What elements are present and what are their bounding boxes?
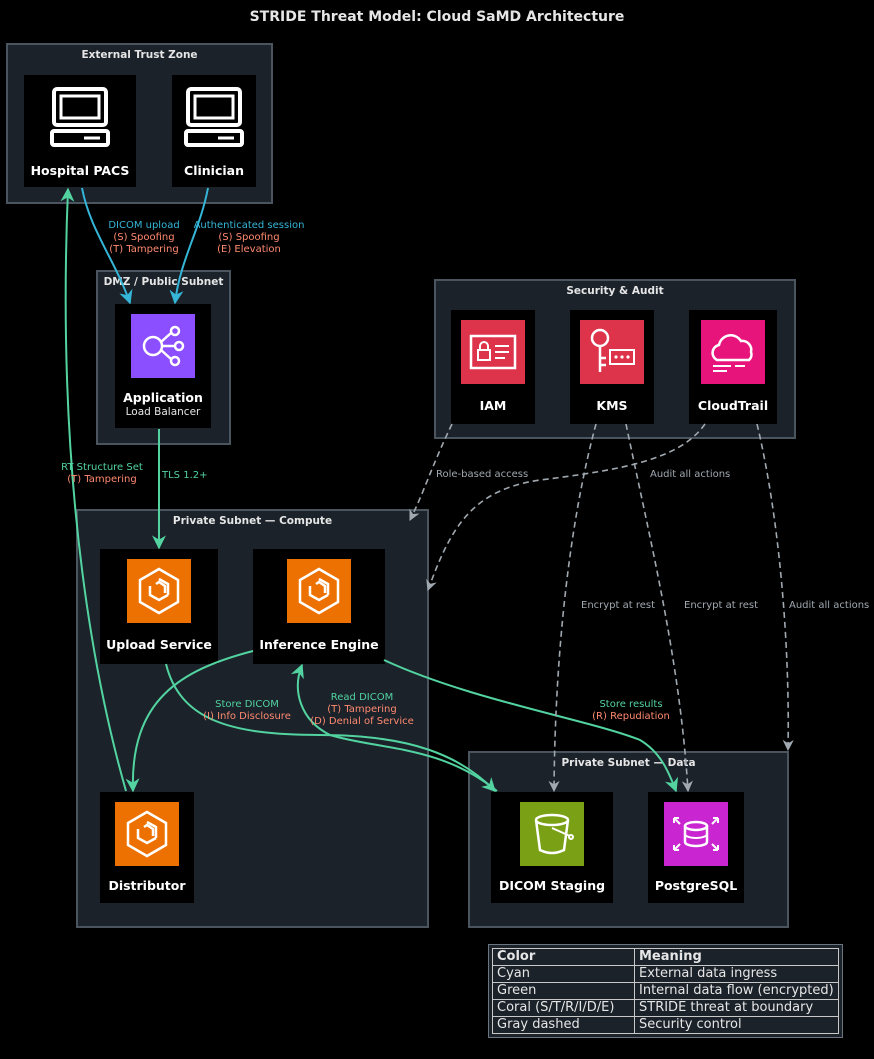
node-inference-engine[interactable]: Inference Engine [253,549,385,664]
legend-color: Gray dashed [492,1016,635,1034]
bucket-icon [520,802,584,866]
edge-label-encrypt-2: Encrypt at rest [684,600,759,611]
legend-header-meaning: Meaning [634,948,839,966]
node-sublabel: Load Balancer [125,406,201,418]
edge-audit-data [756,423,794,752]
node-hospital-pacs[interactable]: Hospital PACS [24,75,136,187]
edge-role-based-access [409,423,453,522]
edge-label-encrypt-1: Encrypt at rest [581,600,656,611]
compute-icon [287,559,351,623]
node-kms[interactable]: KMS [570,310,654,424]
legend-color: Cyan [492,965,635,983]
edge-label-audit-all-2: Audit all actions [789,600,870,611]
node-label: CloudTrail [697,398,769,413]
node-label: Clinician [184,163,244,178]
monitor-icon [184,87,244,147]
edge-store-results [383,659,679,793]
diagram-title: STRIDE Threat Model: Cloud SaMD Architec… [249,9,625,25]
edge-audit-compute [426,423,706,592]
compute-icon [115,802,179,866]
zone-label: DMZ / Public Subnet [103,276,224,288]
edge-encrypt-postgres [625,423,693,793]
legend-row: Cyan External data ingress [492,965,839,983]
edge-label-role-based-access: Role-based access [436,469,529,480]
node-label: IAM [479,398,507,413]
key-icon [580,320,644,384]
legend-meaning: STRIDE threat at boundary [634,999,839,1017]
node-cloudtrail[interactable]: CloudTrail [689,310,777,424]
legend-table: Color Meaning Cyan External data ingress… [492,948,839,1034]
edge-rt-structure [60,187,127,792]
legend-row: Gray dashed Security control [492,1016,839,1034]
edge-read-dicom [290,663,498,792]
node-label: Upload Service [106,637,212,652]
legend-row: Coral (S/T/R/I/D/E) STRIDE threat at bou… [492,999,839,1017]
id-card-icon [461,320,525,384]
edge-label-store-dicom: Store DICOM (I) Info Disclosure [203,699,291,722]
legend-color: Green [492,982,635,1000]
compute-icon [127,559,191,623]
legend-header-color: Color [492,948,635,966]
edge-label-authenticated-session: Authenticated session (S) Spoofing (E) E… [193,220,305,255]
zone-label: External Trust Zone [81,49,198,61]
load-balancer-icon [131,314,195,378]
cloud-trail-icon [701,320,765,384]
legend: Color Meaning Cyan External data ingress… [488,944,843,1038]
edge-authenticated-session [169,187,209,305]
node-upload-service[interactable]: Upload Service [100,549,218,664]
monitor-icon [50,87,110,147]
edge-label-tls: TLS 1.2+ [162,470,208,481]
node-label: Distributor [108,878,186,893]
node-dicom-staging[interactable]: DICOM Staging [491,792,613,903]
edge-inference-to-distributor [125,650,254,793]
node-label: PostgreSQL [654,878,738,893]
node-label: Inference Engine [259,637,379,652]
database-icon [664,802,728,866]
zone-label: Private Subnet — Compute [172,515,333,527]
node-distributor[interactable]: Distributor [100,792,194,903]
node-label: Application [123,390,203,405]
node-label: DICOM Staging [498,878,606,893]
edge-label-dicom-upload: DICOM upload (S) Spoofing (T) Tampering [108,220,180,255]
legend-meaning: External data ingress [634,965,839,983]
node-label: Hospital PACS [30,163,130,178]
node-application-load-balancer[interactable]: Application Load Balancer [115,304,211,428]
node-iam[interactable]: IAM [451,310,535,424]
edge-label-rt-structure: RT Structure Set (T) Tampering [61,462,143,485]
edge-label-store-results: Store results (R) Repudiation [592,699,670,722]
zone-label: Security & Audit [566,285,664,297]
node-clinician[interactable]: Clinician [172,75,256,187]
edge-label-audit-all-1: Audit all actions [650,469,731,480]
legend-color: Coral (S/T/R/I/D/E) [492,999,635,1017]
edge-store-dicom [165,663,496,793]
node-label: KMS [596,398,628,413]
edge-dicom-upload [81,187,133,305]
edge-label-read-dicom: Read DICOM (T) Tampering (D) Denial of S… [310,692,414,727]
node-postgresql[interactable]: PostgreSQL [648,792,744,903]
legend-meaning: Internal data flow (encrypted) [634,982,839,1000]
legend-meaning: Security control [634,1016,839,1034]
legend-row: Green Internal data flow (encrypted) [492,982,839,1000]
edge-encrypt-staging [548,423,597,793]
